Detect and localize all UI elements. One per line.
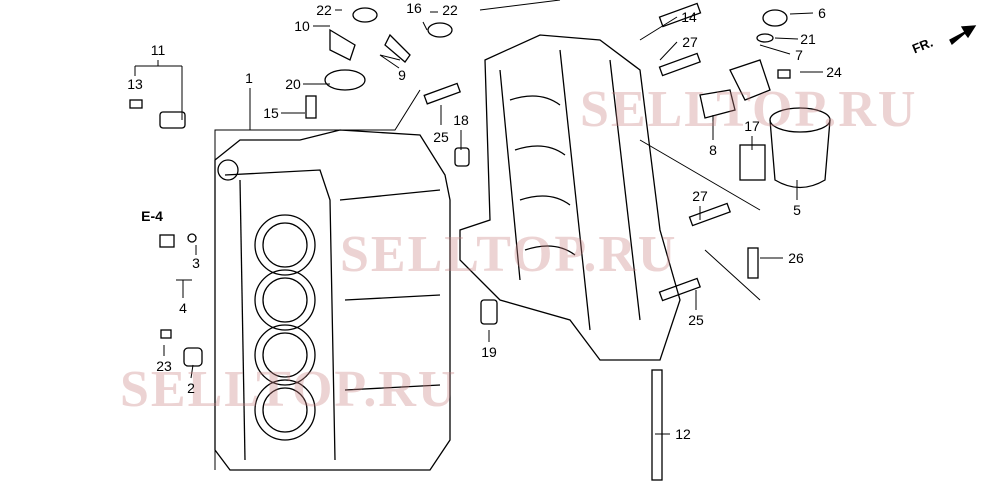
- callout-lines: [134, 0, 823, 470]
- callout-2: 2: [187, 380, 195, 396]
- callout-4: 4: [179, 300, 187, 316]
- callout-6: 6: [818, 5, 826, 21]
- small-parts: [129, 2, 977, 481]
- callout-12: 12: [675, 426, 691, 442]
- watermark: SELLTOP.RU: [580, 81, 918, 138]
- callout-20: 20: [285, 76, 301, 92]
- callout-21: 21: [800, 31, 816, 47]
- callout-23: 23: [156, 358, 172, 374]
- callout-25: 25: [433, 129, 449, 145]
- callout-14: 14: [681, 9, 697, 25]
- cylinder-block: [214, 129, 451, 471]
- callout-22: 22: [316, 2, 332, 18]
- callout-13: 13: [127, 76, 143, 92]
- callout-9: 9: [398, 67, 406, 83]
- callout-18: 18: [453, 112, 469, 128]
- callout-15: 15: [263, 105, 279, 121]
- callout-8: 8: [709, 142, 717, 158]
- callout-11: 11: [150, 42, 166, 58]
- callout-3: 3: [192, 255, 200, 271]
- callout-10: 10: [294, 18, 310, 34]
- callout-24: 24: [826, 64, 842, 80]
- crankcase: [459, 34, 681, 361]
- callout-22: 22: [442, 2, 458, 18]
- callout-25: 25: [688, 312, 704, 328]
- watermark: SELLTOP.RU: [120, 361, 458, 418]
- callout-7: 7: [795, 47, 803, 63]
- callout-26: 26: [788, 250, 804, 266]
- reference-e4: E-4: [141, 208, 163, 224]
- callout-19: 19: [481, 344, 497, 360]
- callout-17: 17: [744, 118, 760, 134]
- watermark: SELLTOP.RU: [340, 226, 678, 283]
- callout-5: 5: [793, 202, 801, 218]
- callout-27: 27: [682, 34, 698, 50]
- callout-16: 16: [406, 0, 422, 16]
- callout-1: 1: [245, 70, 253, 86]
- callout-27: 27: [692, 188, 708, 204]
